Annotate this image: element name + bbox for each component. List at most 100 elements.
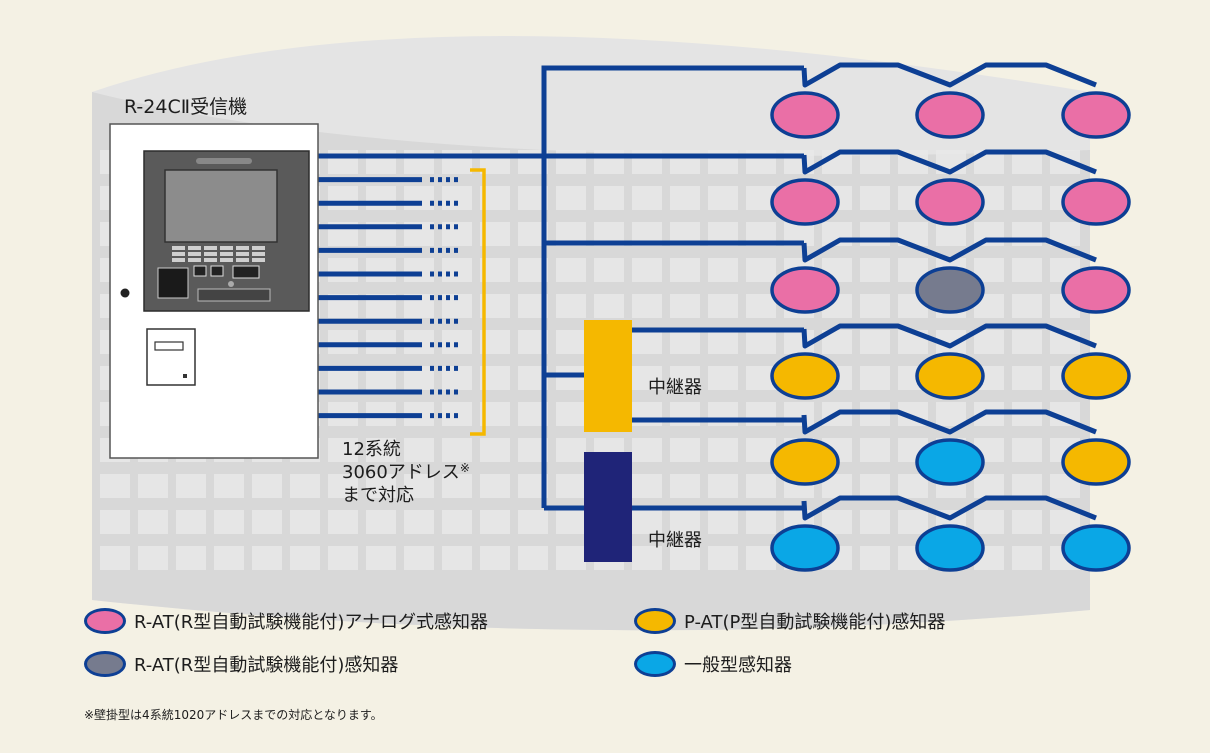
building-window	[632, 366, 662, 390]
detector-connector	[801, 495, 1097, 521]
building-window	[176, 510, 206, 534]
building-window	[708, 294, 738, 318]
building-window	[670, 474, 700, 498]
building-window	[214, 510, 244, 534]
building-window	[860, 510, 890, 534]
building-window	[404, 510, 434, 534]
building-window	[746, 294, 776, 318]
building-window	[670, 186, 700, 210]
building-window	[328, 474, 358, 498]
receiver-title: R-24CⅡ受信機	[124, 96, 248, 118]
system-bracket	[470, 168, 486, 436]
building-window	[328, 330, 358, 354]
building-window	[556, 186, 586, 210]
building-window	[974, 330, 1004, 354]
building-window	[252, 546, 282, 570]
building-window	[556, 402, 586, 426]
building-window	[366, 438, 396, 462]
building-window	[404, 546, 434, 570]
legend-swatch-pink	[84, 608, 126, 634]
building-window	[404, 438, 434, 462]
legend-item-r-at-analog: R-AT(R型自動試験機能付)アナログ式感知器	[84, 608, 488, 634]
relay-label-navy: 中継器	[648, 530, 702, 551]
building-window	[328, 546, 358, 570]
building-window	[860, 366, 890, 390]
legend-label-r-at-analog: R-AT(R型自動試験機能付)アナログ式感知器	[134, 612, 488, 633]
detector-blue	[1061, 524, 1131, 572]
building-window	[442, 330, 472, 354]
building-window	[1012, 546, 1042, 570]
legend-label-general: 一般型感知器	[684, 655, 792, 676]
building-window	[670, 294, 700, 318]
building-window	[518, 546, 548, 570]
building-window	[1012, 258, 1042, 282]
building-window	[708, 366, 738, 390]
building-window	[1012, 474, 1042, 498]
receiver-key	[188, 252, 201, 256]
wiring-layer	[318, 62, 1097, 521]
receiver-display	[164, 169, 278, 243]
detector-yellow	[915, 352, 985, 400]
building-window	[632, 186, 662, 210]
building-window	[176, 474, 206, 498]
printer-button	[183, 374, 187, 378]
building-window	[138, 474, 168, 498]
detector-yellow	[1061, 438, 1131, 486]
building-window	[328, 438, 358, 462]
system-note-line2: 3060アドレス	[342, 462, 460, 483]
building-window	[860, 438, 890, 462]
building-window	[176, 546, 206, 570]
relay-label-yellow: 中継器	[648, 377, 702, 398]
building-window	[138, 546, 168, 570]
building-window	[860, 258, 890, 282]
detector-connector	[801, 149, 1097, 175]
detector-connector	[801, 62, 1097, 88]
building-window	[1012, 294, 1042, 318]
building-window	[366, 546, 396, 570]
legend-label-r-at: R-AT(R型自動試験機能付)感知器	[134, 655, 399, 676]
relay-yellow	[584, 320, 632, 432]
building-window	[708, 438, 738, 462]
receiver-key	[252, 246, 265, 250]
building-window	[290, 474, 320, 498]
receiver-keypad	[172, 246, 265, 262]
building-window	[746, 510, 776, 534]
detector-layer	[770, 91, 1131, 572]
system-note-line2-wrap: 3060アドレス※	[342, 461, 470, 484]
detector-connector	[801, 323, 1097, 349]
building-window	[708, 546, 738, 570]
legend-item-p-at: P-AT(P型自動試験機能付)感知器	[634, 608, 945, 634]
building-window	[556, 258, 586, 282]
building-window	[366, 474, 396, 498]
building-window	[670, 438, 700, 462]
building-window	[1012, 366, 1042, 390]
building-window	[632, 474, 662, 498]
building-window	[860, 330, 890, 354]
receiver-key-b	[210, 265, 224, 277]
system-note-mark: ※	[459, 461, 470, 475]
building-window	[290, 546, 320, 570]
building-window	[518, 510, 548, 534]
building-window	[936, 222, 966, 246]
receiver-key	[252, 252, 265, 256]
building-window	[594, 258, 624, 282]
building-window	[480, 510, 510, 534]
building-window	[442, 186, 472, 210]
detector-yellow	[1061, 352, 1131, 400]
building-window	[442, 546, 472, 570]
detector-blue	[915, 524, 985, 572]
receiver-key	[172, 252, 185, 256]
legend-swatch-blue	[634, 651, 676, 677]
receiver-key	[220, 246, 233, 250]
building-window	[404, 474, 434, 498]
building-window	[746, 330, 776, 354]
building-window	[898, 510, 928, 534]
building-window	[632, 510, 662, 534]
building-window	[366, 258, 396, 282]
receiver-key	[252, 258, 265, 262]
detector-yellow	[770, 438, 840, 486]
detector-connector	[801, 237, 1097, 263]
printer-icon	[146, 328, 196, 386]
building-window	[556, 294, 586, 318]
